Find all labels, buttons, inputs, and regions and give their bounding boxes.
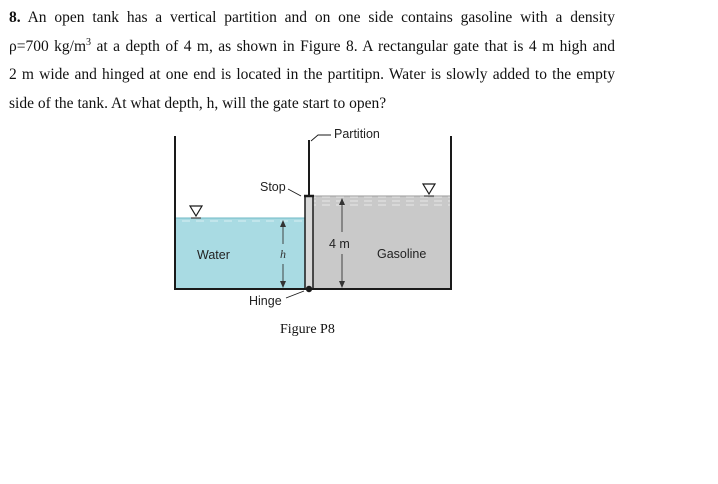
hinge-label: Hinge — [249, 294, 282, 308]
water-surface-icon — [188, 205, 204, 219]
leader-lines — [285, 134, 331, 299]
h-label: h — [280, 247, 286, 261]
gasoline-label: Gasoline — [377, 247, 426, 261]
h-dimension-arrow — [280, 220, 286, 288]
problem-line-3: 2 m wide and hinged at one end is locate… — [9, 66, 615, 83]
water-label: Water — [197, 248, 230, 262]
problem-number: 8. — [9, 9, 21, 26]
gasoline-region — [313, 196, 451, 289]
depth-label: 4 m — [329, 237, 350, 251]
problem-line-1: 8. An open tank has a vertical partition… — [9, 9, 615, 26]
hinge-icon — [305, 285, 313, 293]
depth-dimension-arrow — [339, 198, 345, 288]
gasoline-surface-dashes — [313, 196, 451, 206]
problem-statement: 8. An open tank has a vertical partition… — [9, 4, 615, 118]
problem-line-2: ρ=700 kg/m3 at a depth of 4 m, as shown … — [9, 36, 615, 55]
partition-label: Partition — [334, 127, 380, 141]
gasoline-surface-icon — [421, 183, 437, 197]
problem-line-4: side of the tank. At what depth, h, will… — [9, 94, 387, 112]
partition-gate — [304, 195, 314, 290]
figure-caption: Figure P8 — [280, 322, 335, 337]
water-surface-dashes — [175, 218, 305, 224]
stop-label: Stop — [260, 180, 286, 194]
